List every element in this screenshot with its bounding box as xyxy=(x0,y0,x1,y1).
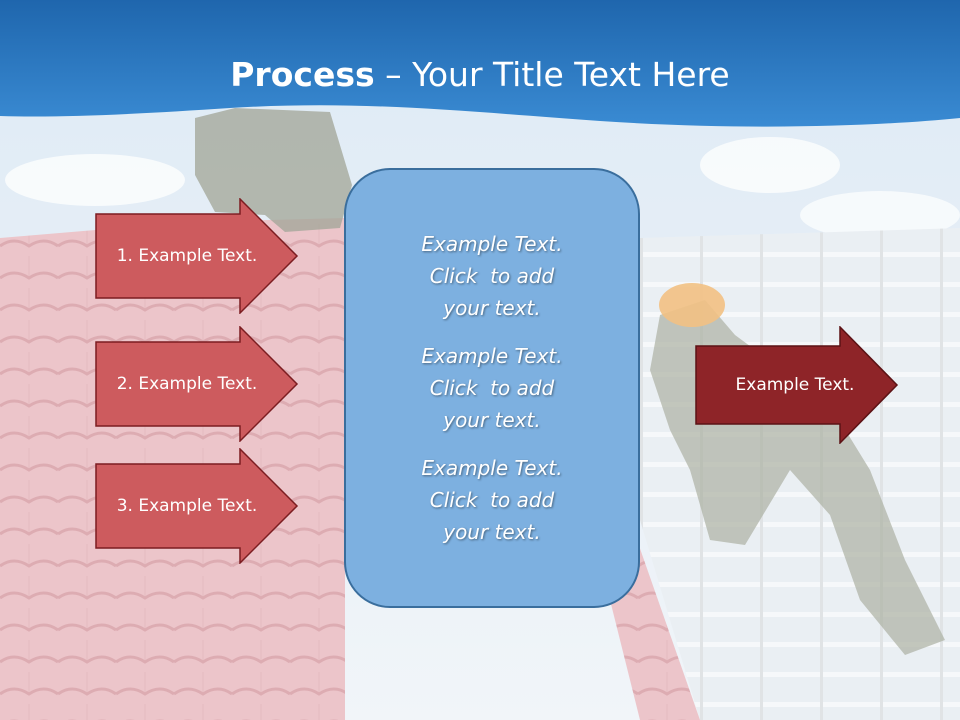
helmet xyxy=(659,283,725,327)
left-arrow-2: 2. Example Text. xyxy=(95,326,299,442)
text-line: Click to add xyxy=(429,264,555,288)
arrow-label: 2. Example Text. xyxy=(116,374,258,394)
text-block-3: Example Text. Click to add your text. xyxy=(421,452,562,548)
text-block-2: Example Text. Click to add your text. xyxy=(421,340,562,436)
text-line: your text. xyxy=(443,408,541,432)
arrow-shape xyxy=(95,448,299,564)
cloud xyxy=(800,191,960,239)
arrow-label: Example Text. xyxy=(735,375,855,395)
text-block-1: Example Text. Click to add your text. xyxy=(421,228,562,324)
arrow-label: 3. Example Text. xyxy=(116,496,258,516)
left-arrow-1: 1. Example Text. xyxy=(95,198,299,314)
cloud xyxy=(5,154,185,206)
text-line: Example Text. xyxy=(421,344,563,368)
cloud xyxy=(700,137,840,193)
center-text-box[interactable]: Example Text. Click to add your text. Ex… xyxy=(344,168,640,608)
slide-title: Process – Your Title Text Here xyxy=(0,50,960,100)
arrow-shape xyxy=(95,326,299,442)
title-rest: – Your Title Text Here xyxy=(374,55,730,94)
arrow-shape xyxy=(95,198,299,314)
text-line: Click to add xyxy=(429,488,555,512)
arrow-label: 1. Example Text. xyxy=(116,246,258,266)
header-band xyxy=(0,0,960,127)
text-line: your text. xyxy=(443,296,541,320)
roofer-figure xyxy=(195,108,352,232)
right-arrow: Example Text. xyxy=(695,326,899,444)
text-line: Click to add xyxy=(429,376,555,400)
text-line: your text. xyxy=(443,520,541,544)
text-line: Example Text. xyxy=(421,456,563,480)
text-line: Example Text. xyxy=(421,232,563,256)
arrow-shape xyxy=(695,326,899,444)
title-bold: Process xyxy=(230,55,375,94)
left-arrow-3: 3. Example Text. xyxy=(95,448,299,564)
